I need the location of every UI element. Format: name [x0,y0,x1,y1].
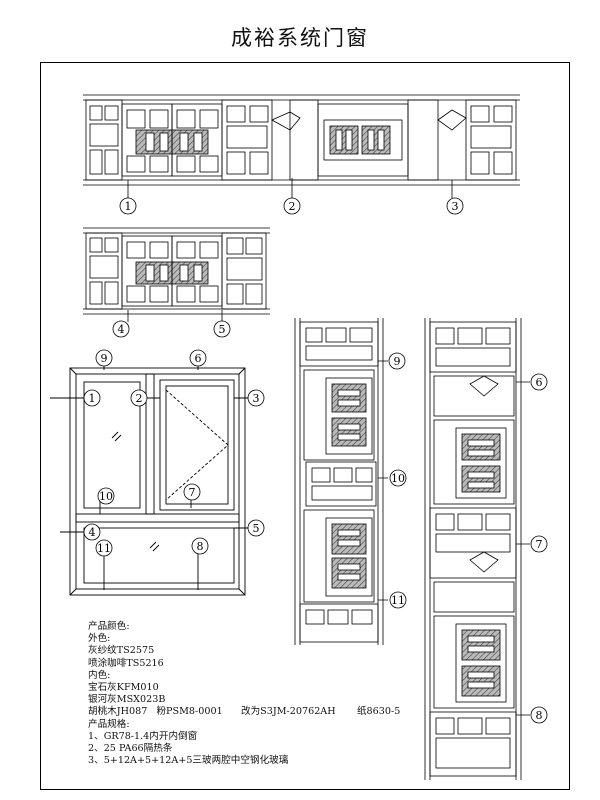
svg-text:1: 1 [89,392,96,405]
outer-color-heading: 外色: [88,633,111,645]
svg-text:9: 9 [394,355,401,368]
colors-heading: 产品颜色: [88,621,130,632]
svg-text:6: 6 [195,352,202,365]
svg-text:10: 10 [99,490,113,503]
svg-text:3: 3 [452,200,459,213]
callout-5-elev: 5 [247,519,265,537]
inner-color-2: 银河灰MSX023B [88,694,166,706]
spec-heading: 产品规格: [88,718,130,730]
callout-4-mid: 4 [112,320,130,338]
callout-11-vsec: 11 [389,591,407,609]
page-title: 成裕系统门窗 [231,26,369,50]
svg-text:8: 8 [197,540,204,553]
svg-text:11: 11 [391,594,405,607]
drawing-frame [40,62,570,790]
horizontal-section-middle [83,227,270,322]
callout-6-elev: 6 [189,349,207,367]
svg-text:4: 4 [118,323,125,336]
vertical-section-left [294,318,388,645]
svg-text:9: 9 [101,352,108,365]
inner-color-1: 宝石灰KFM010 [88,682,159,694]
inner-color-3: 胡桃木JH087 [88,706,148,718]
svg-text:7: 7 [189,486,196,499]
callout-4-elev: 4 [83,523,101,541]
callout-2-top: 2 [283,197,301,215]
spec-item-3: 3、5+12A+5+12A+5三玻两腔中空钢化玻璃 [88,755,289,767]
powder-code: 粉PSM8-0001 [156,706,223,718]
outer-color-1: 灰纱纹TS2575 [88,645,155,657]
svg-text:8: 8 [536,709,543,722]
svg-text:7: 7 [536,538,543,551]
outer-color-2: 喷涂咖啡TS5216 [88,657,164,669]
changed-code: 改为S3JM-20762AH [241,706,336,718]
callout-1-elev: 1 [83,389,101,407]
callout-7-vsec: 7 [530,535,548,553]
callout-1-top: 1 [119,197,137,215]
svg-text:3: 3 [253,392,260,405]
callout-6-vsec: 6 [530,373,548,391]
paper-code: 纸8630-5 [356,706,401,718]
callout-5-mid: 5 [213,320,231,338]
svg-text:10: 10 [391,472,405,485]
horizontal-section-top [83,94,520,198]
svg-text:5: 5 [219,323,226,336]
svg-text:5: 5 [253,522,260,535]
spec-item-2: 2、25 PA66隔热条 [88,743,173,755]
svg-text:1: 1 [125,200,132,213]
callout-3-elev: 3 [247,389,265,407]
callout-2-elev: 2 [130,389,148,407]
inner-color-row: 胡桃木JH087 粉PSM8-0001 改为S3JM-20762AH 纸8630… [88,706,400,718]
svg-text:2: 2 [136,392,143,405]
svg-text:11: 11 [97,542,111,555]
svg-text:6: 6 [536,376,543,389]
vertical-section-right [424,318,530,780]
product-notes: 产品颜色: 外色: 灰纱纹TS2575 喷涂咖啡TS5216 内色: 宝石灰KF… [88,621,400,767]
callout-10-elev: 10 [97,487,115,505]
inner-color-heading: 内色: [88,669,111,681]
callout-10-vsec: 10 [389,469,407,487]
svg-text:4: 4 [89,526,96,539]
callout-11-elev: 11 [95,539,113,557]
svg-text:2: 2 [289,200,296,213]
callout-8-elev: 8 [191,537,209,555]
spec-item-1: 1、GR78-1.4内开内倒窗 [88,730,198,742]
callout-9-vsec: 9 [388,352,406,370]
callout-3-top: 3 [446,197,464,215]
callout-7-elev: 7 [183,483,201,501]
window-elevation [50,358,248,596]
callout-9-elev: 9 [95,349,113,367]
callout-8-vsec: 8 [530,706,548,724]
